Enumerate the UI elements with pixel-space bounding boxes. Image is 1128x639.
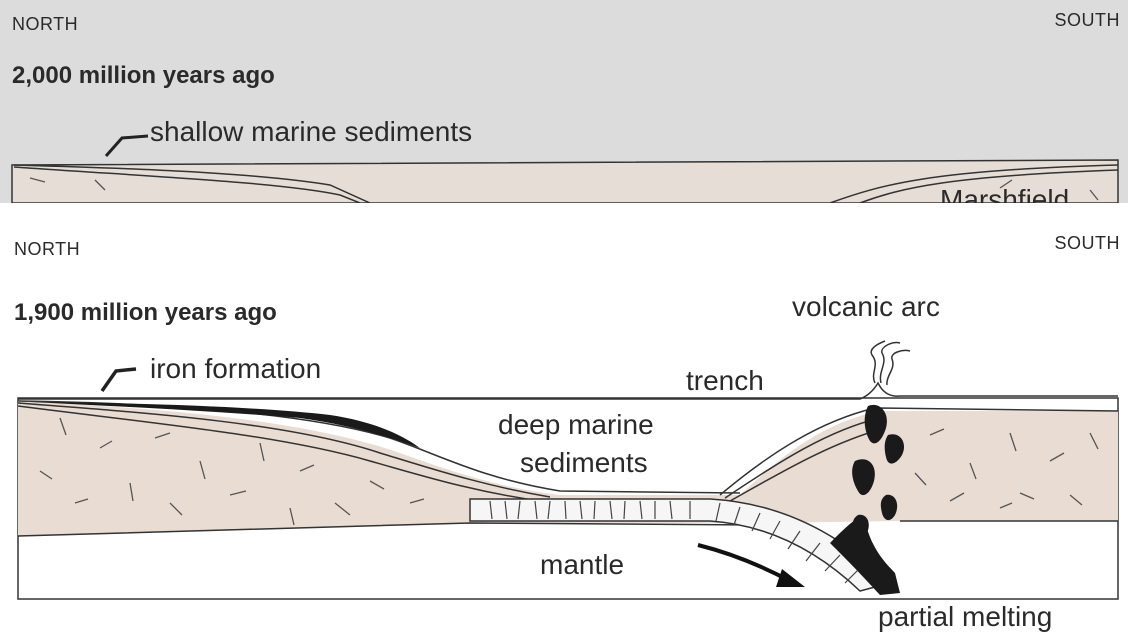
deep-marine-label-line1: deep marine: [498, 409, 654, 441]
top-marshfield-label: Marshfield: [940, 184, 1069, 203]
top-cross-section: [0, 0, 1128, 203]
volcanic-arc-label: volcanic arc: [792, 291, 940, 323]
time-label: 1,900 million years ago: [14, 299, 277, 327]
deep-marine-label-line2: sediments: [520, 447, 648, 479]
ocean-surface-line: [18, 383, 1118, 399]
top-panel-2000ma: NORTH SOUTH 2,000 million years ago shal…: [0, 0, 1128, 203]
volcanic-plume: [880, 343, 900, 383]
volcanic-plume: [887, 350, 910, 385]
iron-label-arrow: [102, 369, 136, 391]
top-north-label: NORTH: [12, 14, 78, 35]
trench-label: trench: [686, 365, 764, 397]
top-sediments-label: shallow marine sediments: [150, 116, 472, 148]
north-label: NORTH: [14, 239, 80, 260]
iron-formation-label: iron formation: [150, 353, 321, 385]
mantle-label: mantle: [540, 549, 624, 581]
top-time-label: 2,000 million years ago: [12, 62, 275, 90]
south-label: SOUTH: [1055, 233, 1121, 254]
top-south-label: SOUTH: [1055, 10, 1121, 31]
partial-melting-label: partial melting: [878, 601, 1052, 633]
bottom-panel-1900ma: NORTH SOUTH 1,900 million years ago iron…: [0, 203, 1128, 639]
top-label-arrow: [106, 136, 148, 156]
